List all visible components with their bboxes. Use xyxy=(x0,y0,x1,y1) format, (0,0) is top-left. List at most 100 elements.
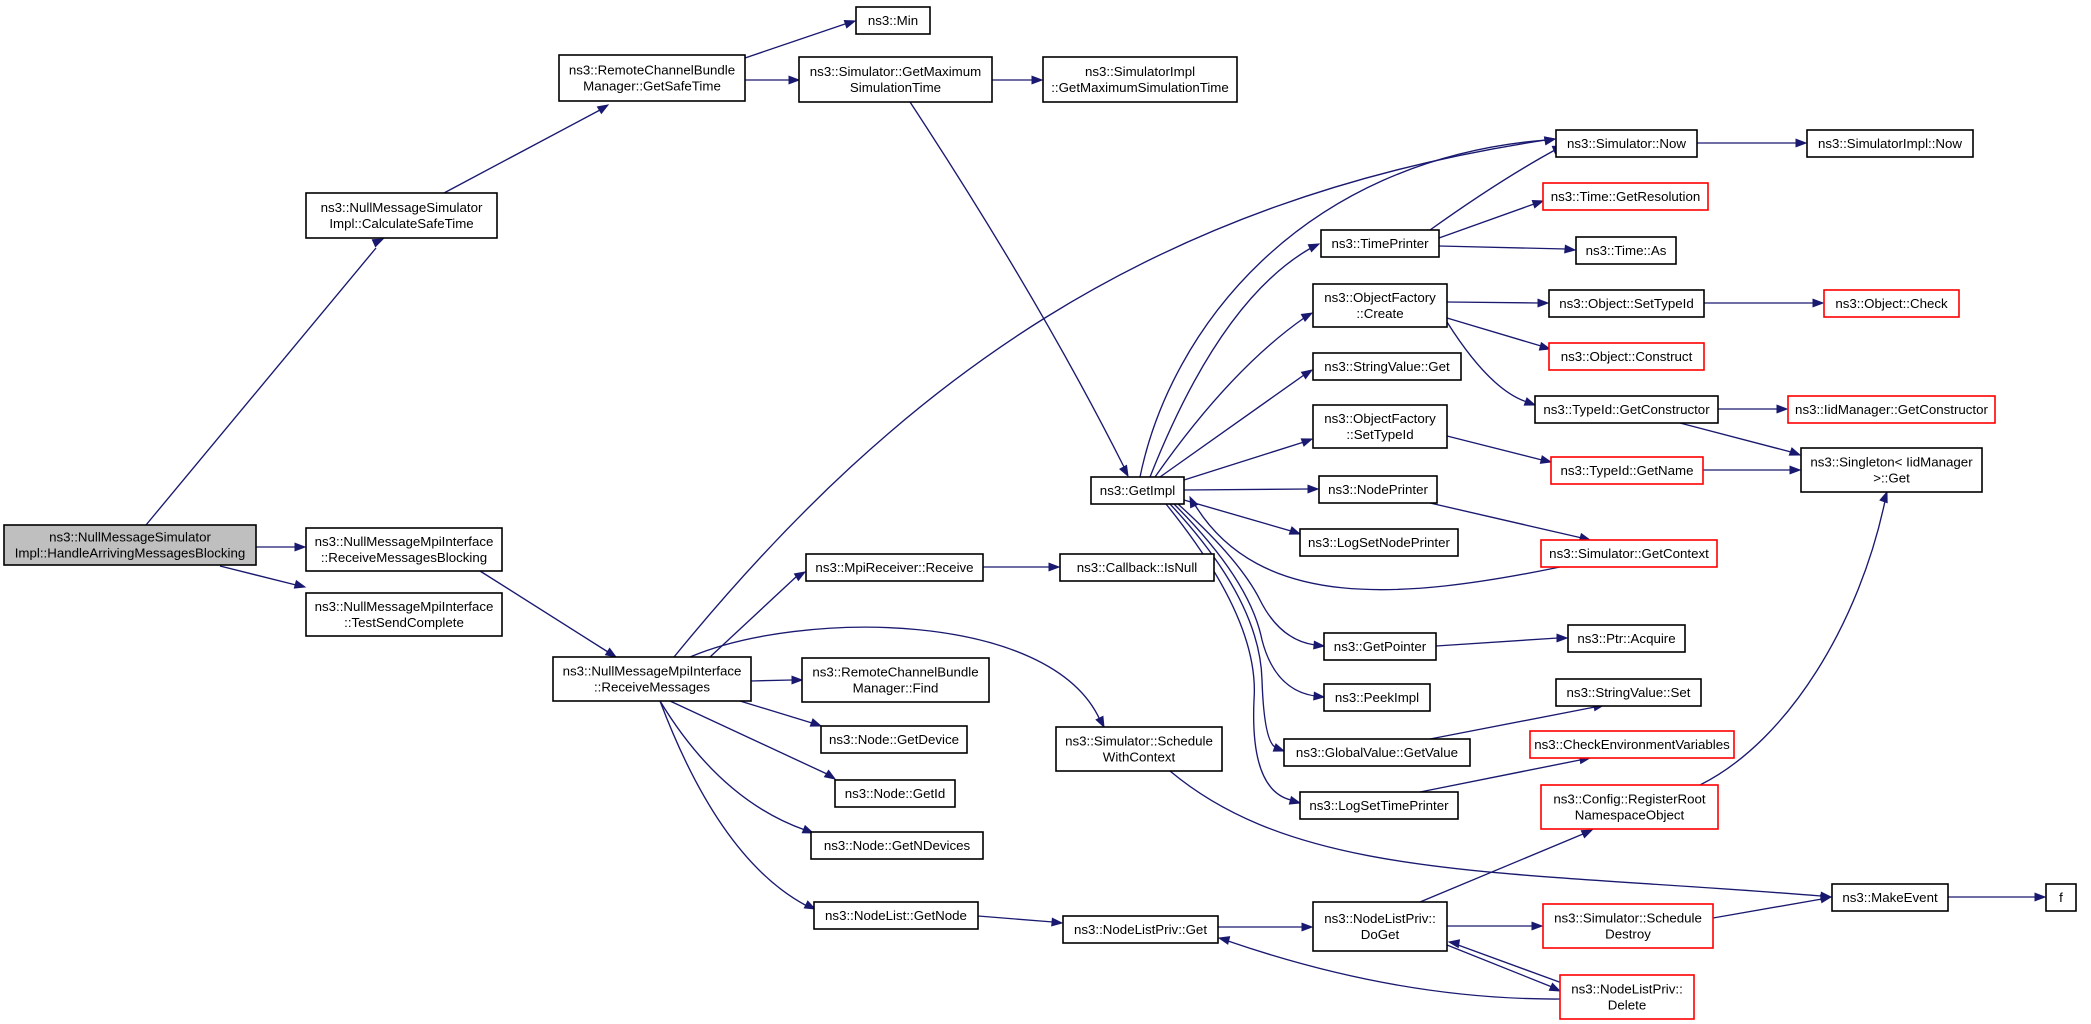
node-nodePrinter[interactable]: ns3::NodePrinter xyxy=(1318,475,1438,504)
node-nlpGet[interactable]: ns3::NodeListPriv::Get xyxy=(1062,915,1219,944)
node-timeAs[interactable]: ns3::Time::As xyxy=(1575,236,1677,265)
node-label: ns3::Simulator::Schedule xyxy=(1065,734,1213,749)
edge-line xyxy=(750,679,793,682)
node-ofCreate[interactable]: ns3::ObjectFactory::Create xyxy=(1312,283,1448,328)
arrowhead xyxy=(371,238,385,248)
node-objCheck[interactable]: ns3::Object::Check xyxy=(1823,289,1960,318)
node-box xyxy=(558,54,746,102)
node-peekImpl[interactable]: ns3::PeekImpl xyxy=(1323,683,1431,712)
node-recvMsgs[interactable]: ns3::NullMessageMpiInterface::ReceiveMes… xyxy=(552,656,752,702)
node-label: ns3::NodePrinter xyxy=(1328,482,1428,497)
node-label: ns3::RemoteChannelBundle xyxy=(812,665,978,680)
node-logSetTimePrinter[interactable]: ns3::LogSetTimePrinter xyxy=(1299,791,1459,820)
arrowhead xyxy=(791,675,804,685)
node-calcSafe[interactable]: ns3::NullMessageSimulatorImpl::Calculate… xyxy=(305,192,498,239)
node-label: ::Create xyxy=(1356,306,1403,321)
edge-recvBlocking-to-recvMsgs xyxy=(479,570,618,658)
node-objSetTypeId[interactable]: ns3::Object::SetTypeId xyxy=(1548,289,1705,318)
node-singletonGet[interactable]: ns3::Singleton< IidManager>::Get xyxy=(1800,447,1983,493)
arrowhead xyxy=(1776,404,1789,414)
arrowhead xyxy=(1288,526,1302,535)
node-box xyxy=(798,56,993,103)
node-objConstruct[interactable]: ns3::Object::Construct xyxy=(1548,342,1705,371)
node-getPointer[interactable]: ns3::GetPointer xyxy=(1323,632,1437,661)
node-min[interactable]: ns3::Min xyxy=(855,6,931,35)
node-label: ns3::NodeListPriv::Get xyxy=(1074,922,1207,937)
node-label: ns3::Min xyxy=(868,13,918,28)
node-getMaxSim[interactable]: ns3::Simulator::GetMaximumSimulationTime xyxy=(798,56,993,103)
node-nodeGetNDev[interactable]: ns3::Node::GetNDevices xyxy=(810,831,984,860)
node-box xyxy=(1823,289,1960,318)
edge-schedDestroy-to-makeEvent xyxy=(1712,894,1833,919)
node-nlGetNode[interactable]: ns3::NodeList::GetNode xyxy=(813,901,979,930)
edge-getImpl-to-ofCreate xyxy=(1154,312,1314,478)
arrowhead xyxy=(1447,939,1461,949)
node-label: ns3::TimePrinter xyxy=(1331,236,1429,251)
node-nodeGetId[interactable]: ns3::Node::GetId xyxy=(834,779,956,808)
arrowhead xyxy=(1307,484,1320,494)
node-box xyxy=(1312,352,1462,381)
node-logSetNodePrinter[interactable]: ns3::LogSetNodePrinter xyxy=(1299,528,1459,557)
node-box xyxy=(1312,404,1448,449)
node-label: ns3::Node::GetId xyxy=(845,786,946,801)
arrowhead xyxy=(604,647,618,658)
node-tidGetName[interactable]: ns3::TypeId::GetName xyxy=(1550,456,1704,485)
node-nlpDoGet[interactable]: ns3::NodeListPriv::DoGet xyxy=(1312,901,1448,952)
node-box xyxy=(1090,476,1185,505)
node-recvBlocking[interactable]: ns3::NullMessageMpiInterface::ReceiveMes… xyxy=(305,527,503,572)
edge-line xyxy=(1446,317,1542,347)
arrowhead xyxy=(294,542,307,552)
arrowhead xyxy=(1272,743,1286,752)
node-label: ns3::Config::RegisterRoot xyxy=(1553,792,1706,807)
node-testSend[interactable]: ns3::NullMessageMpiInterface::TestSendCo… xyxy=(305,592,503,637)
node-implNow[interactable]: ns3::SimulatorImpl::Now xyxy=(1806,129,1974,158)
node-mpiRecv[interactable]: ns3::MpiReceiver::Receive xyxy=(805,553,984,582)
arrowhead xyxy=(1564,244,1577,254)
node-makeEvent[interactable]: ns3::MakeEvent xyxy=(1831,883,1949,912)
node-f[interactable]: f xyxy=(2045,883,2077,912)
node-ptrAcquire[interactable]: ns3::Ptr::Acquire xyxy=(1567,624,1686,653)
node-nodeGetDevice[interactable]: ns3::Node::GetDevice xyxy=(820,725,968,754)
node-iidGetCtor[interactable]: ns3::IidManager::GetConstructor xyxy=(1787,395,1996,424)
node-box xyxy=(1548,289,1705,318)
edge-ofSetTypeId-to-tidGetName xyxy=(1446,435,1553,464)
node-box xyxy=(1042,56,1238,103)
arrowhead xyxy=(1300,438,1314,447)
arrowhead xyxy=(1051,917,1064,927)
node-ofSetTypeId[interactable]: ns3::ObjectFactory::SetTypeId xyxy=(1312,404,1448,449)
node-box xyxy=(1540,784,1719,830)
node-timeGetRes[interactable]: ns3::Time::GetResolution xyxy=(1542,182,1709,211)
arrowhead xyxy=(1048,562,1061,572)
node-rcbmGetSafe[interactable]: ns3::RemoteChannelBundleManager::GetSafe… xyxy=(558,54,746,102)
node-cbIsNull[interactable]: ns3::Callback::IsNull xyxy=(1059,553,1215,582)
edge-line xyxy=(1159,374,1305,478)
node-implGetMax[interactable]: ns3::SimulatorImpl::GetMaximumSimulation… xyxy=(1042,56,1238,103)
arrowhead xyxy=(1788,447,1802,456)
edge-tidGetCtor-to-singletonGet xyxy=(1679,422,1802,456)
node-strValGet[interactable]: ns3::StringValue::Get xyxy=(1312,352,1462,381)
node-simGetCtx[interactable]: ns3::Simulator::GetContext xyxy=(1540,539,1718,568)
node-simNow[interactable]: ns3::Simulator::Now xyxy=(1555,129,1698,158)
node-box xyxy=(1540,539,1718,568)
node-tidGetCtor[interactable]: ns3::TypeId::GetConstructor xyxy=(1534,395,1719,424)
edge-line xyxy=(689,626,1101,721)
arrowhead xyxy=(1580,829,1594,839)
edge-line xyxy=(1183,499,1292,532)
node-gvGetValue[interactable]: ns3::GlobalValue::GetValue xyxy=(1283,738,1471,767)
edge-calcSafe-to-rcbmGetSafe xyxy=(443,104,610,194)
node-strValSet[interactable]: ns3::StringValue::Set xyxy=(1555,678,1702,707)
node-label: ::GetMaximumSimulationTime xyxy=(1051,80,1229,95)
node-timePrinter[interactable]: ns3::TimePrinter xyxy=(1320,229,1440,258)
node-label: ns3::NullMessageMpiInterface xyxy=(563,664,742,679)
node-checkEnv[interactable]: ns3::CheckEnvironmentVariables xyxy=(1529,730,1735,759)
node-box xyxy=(305,192,498,239)
edge-mpiRecv-to-cbIsNull xyxy=(983,562,1061,572)
node-getImpl[interactable]: ns3::GetImpl xyxy=(1090,476,1185,505)
node-nlpDelete[interactable]: ns3::NodeListPriv::Delete xyxy=(1559,974,1695,1020)
edge-simNow-to-implNow xyxy=(1697,138,1808,148)
